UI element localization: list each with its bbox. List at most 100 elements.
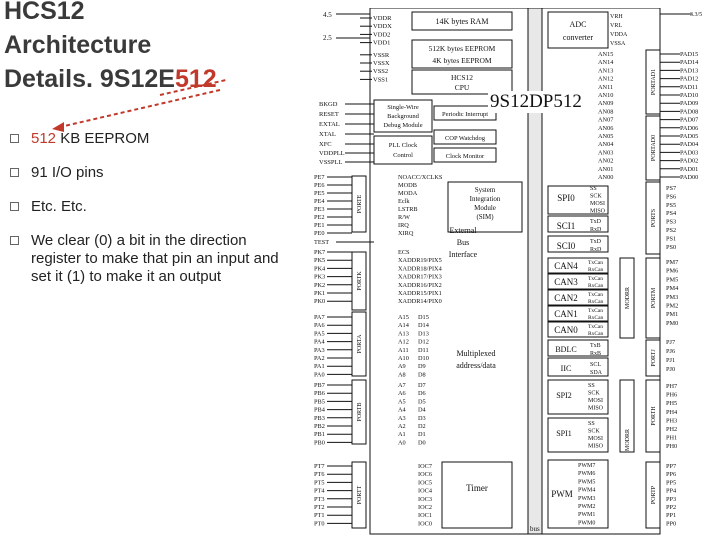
pk-func-label: XADDR17/PIX3 xyxy=(398,274,442,281)
pa-data-label: D14 xyxy=(418,322,430,329)
sci0-block xyxy=(547,235,609,253)
pad-pin-label: PAD03 xyxy=(680,149,698,156)
pj-pin-label: PJ1 xyxy=(666,357,675,364)
pad-pin-label: PAD02 xyxy=(680,158,698,165)
bullet-box-icon xyxy=(10,202,19,211)
an-pin-label: AN14 xyxy=(598,59,614,66)
spi0-block xyxy=(547,185,609,215)
power-pin-label: VDD2 xyxy=(373,31,390,38)
bdlc-block xyxy=(547,339,609,357)
pp-pin-label: PP0 xyxy=(666,520,676,527)
power-pin-label: VSSR xyxy=(373,52,390,59)
pll-label: Control xyxy=(393,152,413,159)
title-line-3-text: Details. 9S12E xyxy=(4,65,175,93)
iic-label: IIC xyxy=(561,364,572,373)
title-line-3: Details. 9S12E512 xyxy=(4,62,304,96)
block-diagram-svg: bus4.52.53.3/5VDDRVDDXVDD2VDD1VSSRVSSXVS… xyxy=(314,8,702,535)
bdlc-signal: TxB xyxy=(590,343,601,349)
can-label: CAN1 xyxy=(554,309,578,319)
port-label: PORTK xyxy=(357,271,363,291)
can-label: CAN0 xyxy=(554,325,578,335)
adc-pin-label: VRH xyxy=(610,14,623,20)
bdm-label: Background xyxy=(387,113,420,120)
port-j xyxy=(645,339,661,377)
pad-pin-label: PAD13 xyxy=(680,67,698,74)
pa-addr-label: A13 xyxy=(398,330,409,337)
pa-pin-label: PA1 xyxy=(314,363,325,370)
an-pin-label: AN00 xyxy=(598,174,613,181)
pt-pin-label: PT3 xyxy=(314,496,325,503)
spi1-signal: SCK xyxy=(588,429,600,435)
port-k xyxy=(351,251,367,311)
bullet-text: KB EEPROM xyxy=(56,130,150,147)
pb-addr-label: A4 xyxy=(398,407,407,414)
can-label: CAN3 xyxy=(554,277,578,287)
ps-pin-label: PS0 xyxy=(666,244,676,251)
pk-func-label: XADDR18/PIX4 xyxy=(398,265,443,272)
can-signal: RxCan xyxy=(588,315,604,321)
pe-pin-label: PE0 xyxy=(314,230,325,237)
sci1-block xyxy=(547,215,609,233)
ram-label: 14K bytes RAM xyxy=(436,17,489,26)
sci-signal: RxD xyxy=(590,247,602,253)
an-pin-label: AN06 xyxy=(598,125,613,132)
pk-pin-label: PK2 xyxy=(314,282,325,289)
ioc-label: IOC7 xyxy=(418,463,432,470)
bullet-box-icon xyxy=(10,134,19,143)
sim-block xyxy=(447,181,523,233)
pa-pin-label: PA2 xyxy=(314,355,325,362)
adc-label: converter xyxy=(563,33,594,42)
pa-pin-label: PA3 xyxy=(314,347,325,354)
pe-pin-label: PE2 xyxy=(314,214,325,221)
port-label: PORTS xyxy=(651,209,657,227)
pb-pin-label: PB3 xyxy=(314,415,325,422)
pll-label: PLL Clock xyxy=(389,142,418,149)
ps-pin-label: PS7 xyxy=(666,185,676,192)
pll-block xyxy=(373,135,433,165)
pp-pin-label: PP5 xyxy=(666,479,676,486)
spi2-signal: SCK xyxy=(588,391,600,397)
pb-pin-label: PB7 xyxy=(314,382,325,389)
spi2-signal: SS xyxy=(588,383,595,389)
power-pin-label: VSSX xyxy=(373,60,390,67)
pwm-signal: PWM6 xyxy=(578,471,595,477)
pad-pin-label: PAD12 xyxy=(680,76,698,83)
pwm-signal: PWM1 xyxy=(578,512,595,518)
an-pin-label: AN08 xyxy=(598,108,613,115)
ioc-label: IOC0 xyxy=(418,520,432,527)
port-label: PORTM xyxy=(651,287,657,308)
can-signal: TxCan xyxy=(588,260,603,266)
pwm-signal: PWM4 xyxy=(578,488,595,494)
adc-block xyxy=(547,11,609,49)
pa-data-label: D13 xyxy=(418,330,429,337)
pk-func-label: XADDR14/PIX0 xyxy=(398,298,442,305)
pe-func-label: IRQ xyxy=(398,222,409,229)
ph-pin-label: PH2 xyxy=(666,426,677,433)
bullet-highlight: 512 xyxy=(31,130,57,147)
spi0-signal: MISO xyxy=(590,209,606,215)
control-pin-label: EXTAL xyxy=(319,121,340,128)
can-label: CAN4 xyxy=(554,261,578,271)
pb-pin-label: PB6 xyxy=(314,390,325,397)
spi2-label: SPI2 xyxy=(556,391,572,400)
ps-pin-label: PS4 xyxy=(666,210,677,217)
an-pin-label: AN12 xyxy=(598,76,613,83)
ioc-label: IOC3 xyxy=(418,496,432,503)
ph-pin-label: PH5 xyxy=(666,400,677,407)
pp-pin-label: PP4 xyxy=(666,488,677,495)
spi1-block xyxy=(547,417,609,453)
pm-pin-label: PM4 xyxy=(666,285,679,292)
ps-pin-label: PS6 xyxy=(666,193,676,200)
can-signal: RxCan xyxy=(588,283,604,289)
spi0-signal: MOSI xyxy=(590,201,605,207)
control-pin-label: VDDPLL xyxy=(319,150,345,157)
bullet-text: We clear (0) a bit in the direction regi… xyxy=(31,232,279,285)
bullet-item: 512 KB EEPROM xyxy=(10,130,300,148)
pk-func-label: XADDR15/PIX1 xyxy=(398,290,442,297)
port-t xyxy=(351,461,367,529)
pa-addr-label: A9 xyxy=(398,363,406,370)
bdm-label: Debug Module xyxy=(383,122,422,129)
pe-func-label: MODB xyxy=(398,182,417,189)
ioc-label: IOC6 xyxy=(418,471,432,478)
pe-func-label: Eclk xyxy=(398,198,410,205)
